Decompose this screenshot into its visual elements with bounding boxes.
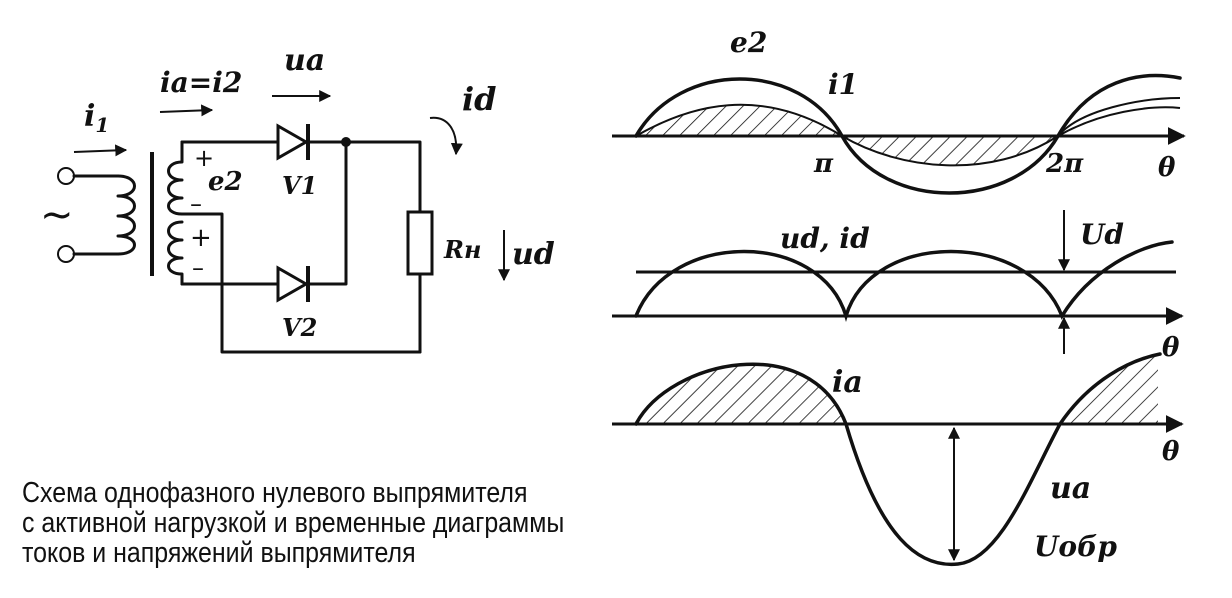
label-ud-id: ud, id [780,222,870,255]
circuit-schematic: ~ i1 iа=i2 uа [40,43,555,354]
label-e2-plot: e2 [730,26,767,59]
ia-hatched-area-1 [636,364,846,424]
ia-ua-curve [634,352,1162,567]
e2-curve [634,73,1182,195]
ia-hatched-area-2 [1060,356,1158,424]
arrow-i1 [73,144,128,157]
secondary-winding-upper [167,140,184,216]
label-i1: i1 [84,99,109,137]
ac-terminal-top [57,167,75,185]
label-ia-eq-i2: iа=i2 [160,66,242,99]
caption-line-2: с активной нагрузкой и временные диаграм… [22,507,565,539]
label-Uobr: Uобр [1034,530,1117,563]
label-ua-plot: uа [1050,471,1091,506]
label-v1: V1 [282,171,317,200]
label-minus-bottom: – [192,254,204,282]
primary-winding [116,174,136,256]
ud-curve [634,240,1174,323]
diode-v1 [276,123,310,161]
caption-line-1: Схема однофазного нулевого выпрямителя [22,477,528,509]
arrow-ia [159,104,214,117]
label-theta-bottom: θ [1162,437,1180,467]
label-Ud: Ud [1080,218,1124,251]
ac-terminal-bottom [57,245,75,263]
arrow-id [429,116,463,156]
label-theta-middle: θ [1162,333,1180,363]
i1-tail-curve [1057,97,1181,137]
caption-line-3: токов и напряжений выпрямителя [22,537,416,569]
label-e2: e2 [208,167,243,197]
label-plus-top: + [194,144,214,172]
i1-curve [635,103,1181,167]
label-theta-top: θ [1158,153,1176,183]
label-minus-mid: – [190,190,202,218]
label-pi: π [813,149,834,179]
plot-e2-i1: e2 i1 π 2π θ [612,26,1186,195]
label-ud: ud [512,237,555,272]
load-resistor [406,210,434,276]
secondary-winding-lower [167,220,184,286]
figure-caption: Схема однофазного нулевого выпрямителя с… [22,478,624,568]
label-rn: Rн [443,235,481,264]
i1-hatched-area [636,104,1058,166]
plot-ud-id: ud, id Ud θ [612,210,1184,363]
diode-v2 [276,265,310,303]
label-ua: uа [284,43,325,78]
label-plus-mid: + [190,223,212,253]
plot-ia-ua: iа uа Uобр θ [612,352,1184,567]
label-two-pi: 2π [1045,149,1084,179]
label-i1-plot: i1 [828,68,858,101]
label-id: id [462,80,497,118]
label-ia-plot: iа [832,365,863,400]
label-v2: V2 [282,313,317,342]
ac-symbol: ~ [40,192,74,238]
